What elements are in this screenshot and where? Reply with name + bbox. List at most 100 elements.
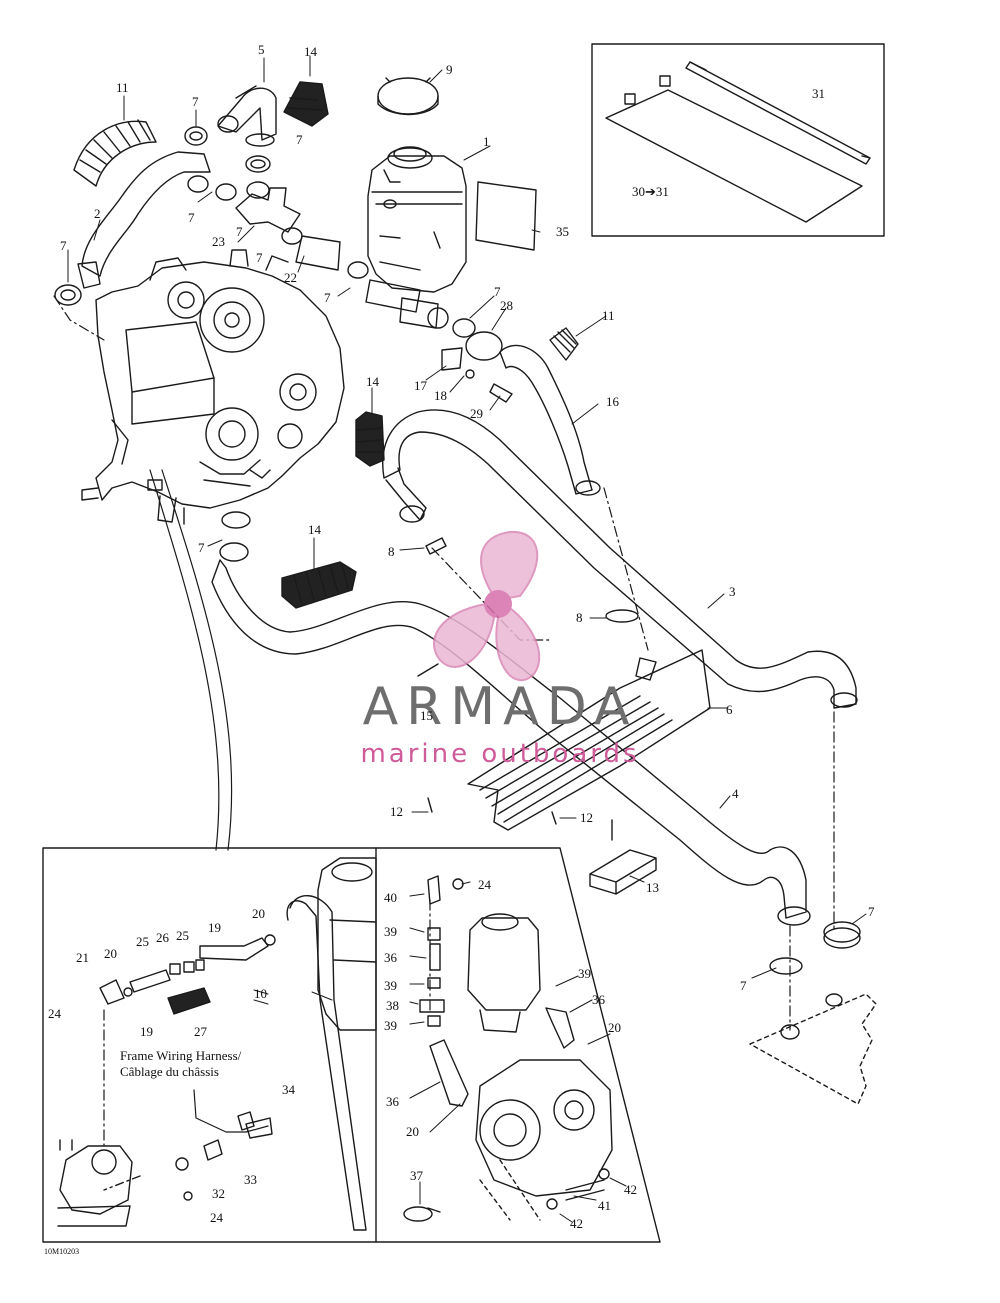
callout: 26 <box>156 930 170 945</box>
callout: 7 <box>256 250 263 265</box>
inset-lower-right <box>403 875 613 1222</box>
callout: 13 <box>646 880 659 895</box>
hose-14-top <box>283 81 329 127</box>
callout: 39 <box>384 924 397 939</box>
callout: 39 <box>578 966 591 981</box>
callout: 41 <box>598 1198 611 1213</box>
watermark-brand: ARMADA <box>363 677 638 737</box>
tube-22 <box>295 235 341 271</box>
callout: 12 <box>390 804 403 819</box>
callout: 7 <box>60 238 67 253</box>
watermark-tagline: marine outboards <box>360 739 639 769</box>
callout: 19 <box>208 920 221 935</box>
callout: 27 <box>194 1024 208 1039</box>
callout: 14 <box>304 44 318 59</box>
callout: 7 <box>296 132 303 147</box>
callout: 29 <box>470 406 483 421</box>
callout: 7 <box>494 284 501 299</box>
callout: 7 <box>324 290 331 305</box>
propeller-icon <box>433 530 541 682</box>
hose-3 <box>382 409 857 709</box>
callout: 36 <box>592 992 606 1007</box>
callout: 39 <box>384 978 397 993</box>
callout: 3 <box>729 584 736 599</box>
watermark-logo: ARMADA marine outboards <box>360 530 639 769</box>
callout: 14 <box>308 522 322 537</box>
cap-9 <box>377 77 439 116</box>
callout: 7 <box>188 210 195 225</box>
elbow-5 <box>217 85 277 147</box>
hose-2 <box>81 151 211 277</box>
callout: 25 <box>176 928 189 943</box>
callout: 24 <box>48 1006 62 1021</box>
hose-11-right <box>549 327 579 361</box>
hose-16 <box>499 344 601 496</box>
callout: 24 <box>478 877 492 892</box>
inset-lower-left <box>42 847 661 1243</box>
callout: 32 <box>212 1186 225 1201</box>
callout: 36 <box>384 950 398 965</box>
callout: 18 <box>434 388 447 403</box>
callout: 35 <box>556 224 569 239</box>
figure-code: 10M10203 <box>44 1247 79 1256</box>
hose-14-mid <box>355 411 385 467</box>
callout: 6 <box>726 702 733 717</box>
tee-23 <box>235 181 301 233</box>
callout: 10 <box>254 986 267 1001</box>
coolant-tank <box>367 146 467 293</box>
callout: 24 <box>210 1210 224 1225</box>
callout: 42 <box>624 1182 637 1197</box>
callout: 33 <box>244 1172 257 1187</box>
callout: 38 <box>386 998 399 1013</box>
callout: 17 <box>414 378 428 393</box>
engine-block <box>81 249 345 525</box>
callout: 11 <box>116 80 129 95</box>
callout: 7 <box>198 540 205 555</box>
callout: 20 <box>252 906 265 921</box>
callout: 37 <box>410 1168 424 1183</box>
callout: 39 <box>384 1018 397 1033</box>
callout: 40 <box>384 890 397 905</box>
frame-caption-fr: Câblage du châssis <box>120 1064 219 1079</box>
callout: 31 <box>812 86 825 101</box>
callouts: 1 2 3 4 5 6 7 7 7 7 7 7 7 7 7 7 7 8 8 9 … <box>48 42 875 1231</box>
callout: 28 <box>500 298 513 313</box>
kit-label: 30➔31 <box>632 184 669 199</box>
callout: 12 <box>580 810 593 825</box>
callout: 19 <box>140 1024 153 1039</box>
kit-inset <box>591 43 885 237</box>
callout: 4 <box>732 786 739 801</box>
callout: 25 <box>136 934 149 949</box>
callout: 22 <box>284 270 297 285</box>
callout: 20 <box>608 1020 621 1035</box>
frame-caption-en: Frame Wiring Harness/ <box>120 1048 242 1063</box>
callout: 2 <box>94 206 101 221</box>
callout: 20 <box>104 946 117 961</box>
callout: 14 <box>366 374 380 389</box>
callout: 7 <box>740 978 747 993</box>
callout: 34 <box>282 1082 296 1097</box>
callout: 15 <box>420 708 433 723</box>
callout: 20 <box>406 1124 419 1139</box>
callout: 7 <box>868 904 875 919</box>
callout: 8 <box>576 610 583 625</box>
callout: 1 <box>483 134 490 149</box>
callout: 21 <box>76 950 89 965</box>
callout: 11 <box>602 308 615 323</box>
callout: 16 <box>606 394 620 409</box>
callout: 5 <box>258 42 265 57</box>
hose-14-low <box>281 561 357 609</box>
callout: 36 <box>386 1094 400 1109</box>
callout: 7 <box>236 224 243 239</box>
callout: 42 <box>570 1216 583 1231</box>
callout: 7 <box>192 94 199 109</box>
hose-4 <box>211 559 807 919</box>
callout: 8 <box>388 544 395 559</box>
hose-11-left <box>73 119 157 187</box>
heat-exchanger <box>467 649 711 831</box>
label-35 <box>475 181 537 251</box>
callout: 9 <box>446 62 453 77</box>
block-13 <box>589 849 657 895</box>
